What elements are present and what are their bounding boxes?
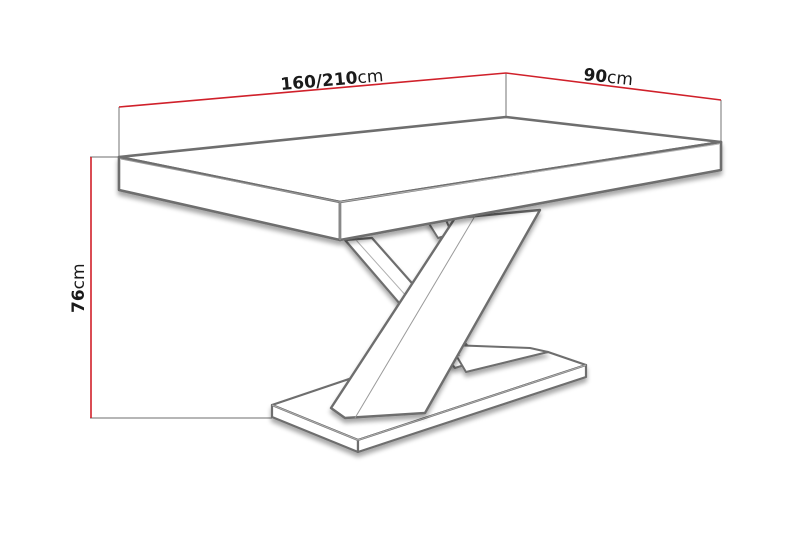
width-dimension-line xyxy=(505,72,722,101)
table-illustration xyxy=(117,115,723,454)
tabletop xyxy=(117,115,723,242)
length-dimension-line xyxy=(118,72,507,108)
width-dimension xyxy=(505,72,722,142)
length-label: 160/210cm xyxy=(280,66,384,95)
x-leg-front xyxy=(329,208,542,420)
length-dimension xyxy=(118,72,507,158)
height-dimension xyxy=(90,156,272,419)
width-label: 90cm xyxy=(582,65,633,90)
height-label: 76cm xyxy=(69,263,89,313)
